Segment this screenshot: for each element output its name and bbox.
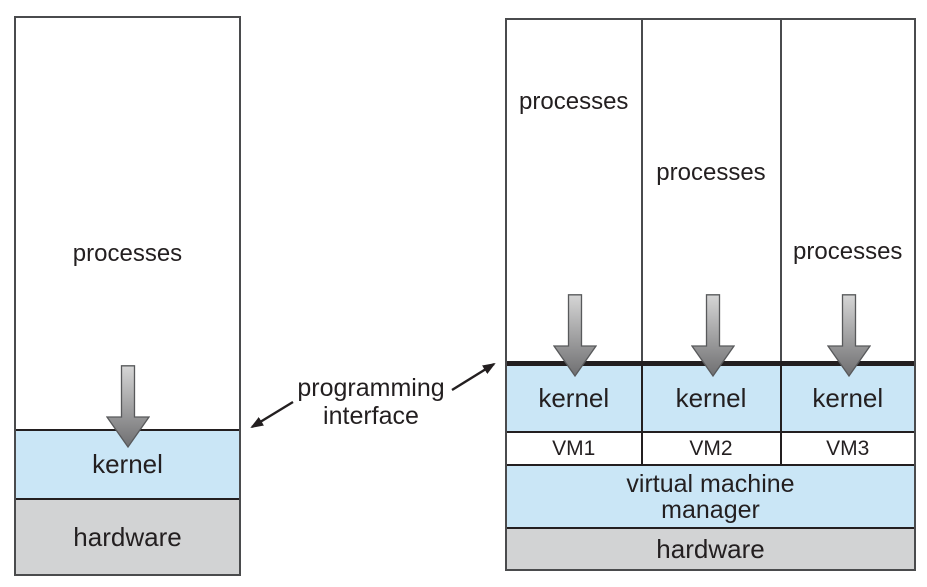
down-arrow-icon xyxy=(691,294,735,377)
processes-label: processes xyxy=(656,159,766,186)
down-arrow-icon xyxy=(106,365,150,448)
kernel-cell: kernel xyxy=(781,366,914,431)
processes-label: processes xyxy=(72,240,183,267)
hardware-band: hardware xyxy=(16,500,239,574)
vm3-column: processes xyxy=(782,20,915,361)
processes-label: processes xyxy=(519,88,629,115)
vmm-label-line1: virtual machine xyxy=(626,469,795,498)
kernel-cell: kernel xyxy=(642,366,782,431)
kernel-label: kernel xyxy=(92,449,163,479)
down-arrow-icon xyxy=(827,294,871,377)
processes-label: processes xyxy=(793,238,903,265)
vm-row: VM1 VM2 VM3 xyxy=(507,433,914,466)
label-line2: interface xyxy=(323,402,419,430)
vm2-cell: VM2 xyxy=(642,433,782,464)
vm-process-columns: processes processes processes xyxy=(507,20,914,361)
nonvirtual-machine-diagram: processes kernel hardware xyxy=(14,16,241,576)
hardware-label: hardware xyxy=(73,521,182,552)
vm3-cell: VM3 xyxy=(781,433,914,464)
virtual-machine-manager-band: virtual machine manager xyxy=(507,466,914,529)
hardware-band: hardware xyxy=(507,529,914,569)
hardware-label: hardware xyxy=(656,533,765,564)
label-line1: programming xyxy=(297,374,445,402)
vm1-cell: VM1 xyxy=(507,433,643,464)
programming-interface-label: programming interface xyxy=(280,374,462,430)
kernel-cell: kernel xyxy=(507,366,643,431)
kernel-row: kernel kernel kernel xyxy=(507,366,914,433)
vmm-label-line2: manager xyxy=(661,495,760,524)
down-arrow-icon xyxy=(553,294,597,377)
vm2-column: processes xyxy=(643,20,782,361)
vm1-column: processes xyxy=(507,20,643,361)
